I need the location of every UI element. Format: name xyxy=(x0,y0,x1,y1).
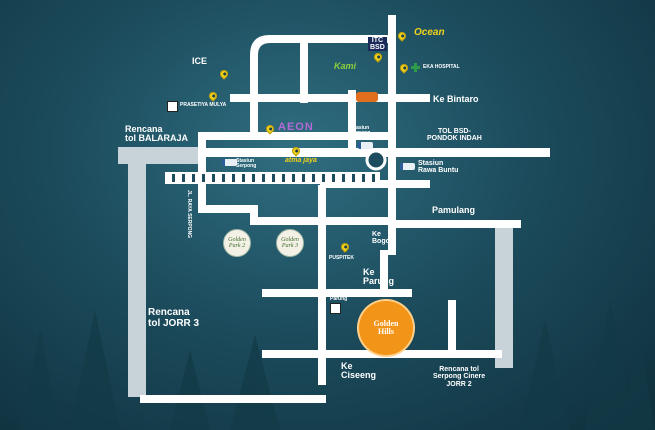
label-tol-balaraja: Rencana tol BALARAJA xyxy=(125,124,188,144)
label-puspitek: PUSPITEK xyxy=(329,255,355,261)
label-jl-raya-serpong: JL. RAYA SERPONG xyxy=(186,190,192,239)
tol-jorr2-road xyxy=(495,220,513,368)
itc-logo: ITC BSD xyxy=(368,37,387,51)
label-eka-hospital: EKA HOSPITAL xyxy=(423,64,460,70)
ice-logo: ICE xyxy=(192,56,208,66)
label-pasar: Pasar Parung xyxy=(330,291,348,303)
parung-spur-road xyxy=(380,250,388,290)
bottom-road xyxy=(140,395,326,403)
kami-logo: Kami xyxy=(334,61,357,71)
ocean-park-logo: Ocean xyxy=(414,27,445,38)
north-road-west xyxy=(250,55,258,135)
lower-west-jog xyxy=(250,205,258,225)
label-ke-ciseeng: Ke Ciseeng xyxy=(341,361,377,381)
label-pamulang: Pamulang xyxy=(432,205,476,215)
roundabout xyxy=(365,149,387,171)
train-station-icon xyxy=(400,163,415,170)
lower-west-road xyxy=(198,205,258,213)
railway xyxy=(165,172,380,184)
label-ke-bogor: Ke Bogor xyxy=(372,231,393,246)
north-south-road-east xyxy=(388,40,396,255)
golden-park-3-badge: Golden Park 3 xyxy=(276,229,304,257)
stasiun-link-road xyxy=(348,90,356,150)
tol-jorr3-road xyxy=(128,163,146,397)
tol-balaraja-road xyxy=(118,147,200,164)
train-station-icon xyxy=(358,142,373,149)
mall-logo-icon xyxy=(356,92,378,102)
label-tol-jorr3: Rencana tol JORR 3 xyxy=(148,307,200,329)
label-stasiun-rawa-buntu: Stasiun Rawa Buntu xyxy=(418,160,459,175)
university-icon xyxy=(167,101,178,112)
aeon-logo: AEON xyxy=(278,121,314,133)
ke-bintaro-road xyxy=(230,94,430,102)
label-stasiun-serpong-west: Stasiun Serpong xyxy=(236,158,257,170)
pamulang-road xyxy=(396,220,521,228)
label-prasetiya: PRASETIYA MULYA xyxy=(180,102,227,108)
golden-park-2-badge: Golden Park 2 xyxy=(223,229,251,257)
main-south-road xyxy=(318,185,326,385)
label-ke-bintaro: Ke Bintaro xyxy=(433,94,479,104)
label-ke-parung: Ke Parung xyxy=(363,267,395,287)
market-icon xyxy=(330,303,341,314)
ke-parung-road xyxy=(262,289,412,297)
tree-silhouettes xyxy=(20,300,655,430)
toll-roads xyxy=(118,147,513,397)
upper-band-road xyxy=(198,132,388,140)
label-stasiun-serpong: Stasiun Serpong xyxy=(350,125,371,137)
southern-spur-road xyxy=(448,300,456,355)
golden-hills-badge: Golden Hills xyxy=(359,301,413,355)
top-loop-road xyxy=(250,15,396,132)
label-tol-bsd: TOL BSD- PONDOK INDAH xyxy=(427,128,482,143)
atma-jaya-logo: atma jaya xyxy=(285,157,317,164)
mid-north-road xyxy=(300,43,308,103)
train-station-icon xyxy=(222,159,237,166)
hospital-icon xyxy=(411,63,420,72)
label-tol-jorr2: Rencana tol Serpong Cinere JORR 2 xyxy=(433,366,486,388)
roads xyxy=(140,15,550,403)
